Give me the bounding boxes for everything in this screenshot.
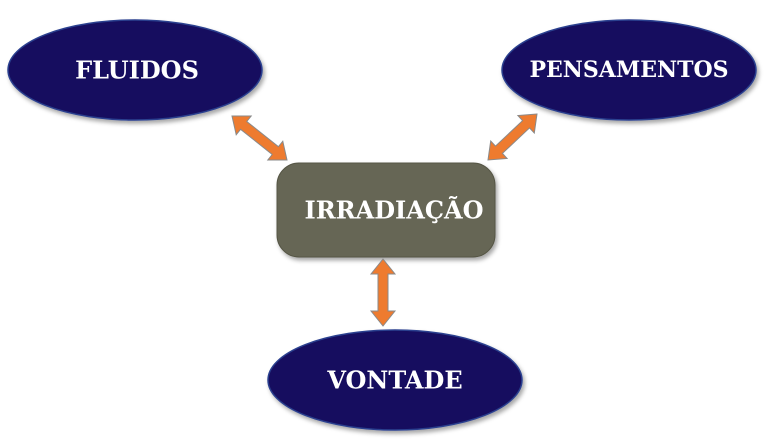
vontade-ellipse — [267, 329, 523, 431]
vontade-label: VONTADE — [326, 366, 462, 395]
arrow-irradiacao-vontade — [369, 258, 397, 327]
pensamentos-ellipse — [501, 19, 757, 121]
pensamentos-label: PENSAMENTOS — [529, 57, 728, 83]
fluidos-ellipse — [7, 19, 263, 121]
fluidos-label: FLUIDOS — [75, 56, 199, 85]
node-vontade: VONTADE — [267, 329, 523, 431]
arrow-pensamentos-irradiacao — [487, 113, 538, 161]
irradiacao-label: IRRADIAÇÃO — [304, 196, 483, 225]
node-fluidos: FLUIDOS — [7, 19, 263, 121]
node-pensamentos: PENSAMENTOS — [501, 19, 757, 121]
irradiacao-box — [276, 162, 496, 258]
node-irradiacao: IRRADIAÇÃO — [276, 162, 496, 258]
arrow-fluidos-irradiacao — [231, 115, 288, 161]
